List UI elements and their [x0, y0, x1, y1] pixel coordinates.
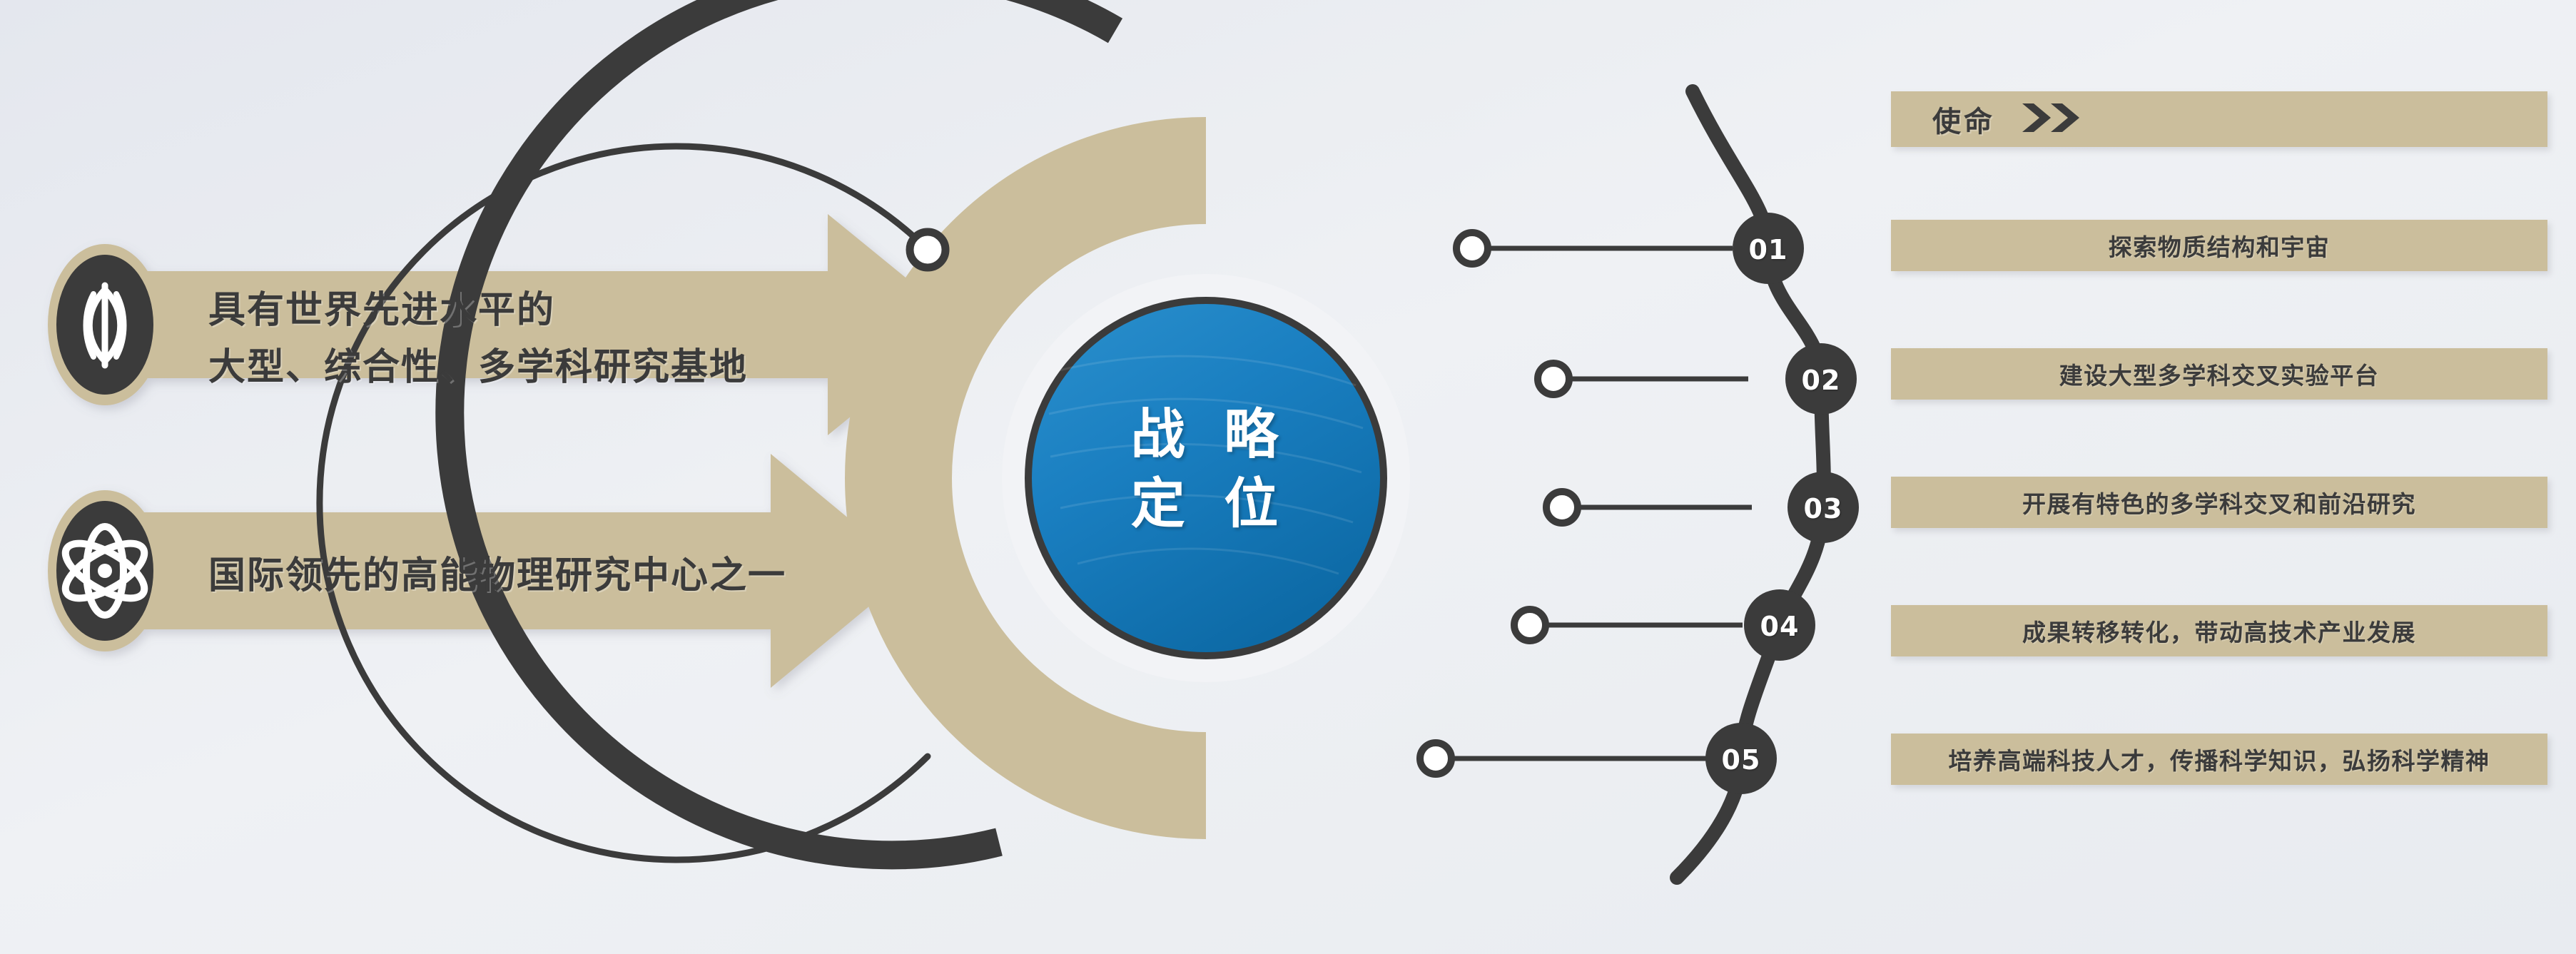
mission-badge-03-label: 03 [1803, 493, 1843, 524]
mission-badge-01[interactable] [1733, 213, 1804, 284]
arc-node-2 [1534, 360, 1573, 398]
thin-node-arc [316, 143, 931, 863]
mission-item-04[interactable]: 成果转移转化，带动高技术产业发展 [1891, 605, 2547, 656]
mission-header: 使命 [1891, 91, 2547, 147]
banner-1-line2: 大型、综合性、多学科研究基地 [208, 346, 749, 389]
lens-icon [83, 282, 127, 369]
center-label-line2: 定 位 [1130, 472, 1289, 536]
core-circle [1032, 304, 1380, 652]
mission-item-02-text: 建设大型多学科交叉实验平台 [2059, 362, 2380, 390]
arc-node-1 [1453, 229, 1491, 268]
arc-node-3 [1543, 488, 1581, 527]
banner-2-line1: 国际领先的高能物理研究中心之一 [208, 554, 787, 597]
mission-badge-04[interactable] [1744, 589, 1815, 661]
mission-badge-01-label: 01 [1748, 234, 1788, 265]
outer-arc [435, 0, 1123, 870]
mission-item-04-text: 成果转移转化，带动高技术产业发展 [2022, 619, 2416, 646]
mission-item-05[interactable]: 培养高端科技人才，传播科学知识，弘扬科学精神 [1891, 734, 2547, 785]
mission-badge-02-label: 02 [1801, 365, 1841, 396]
center-label: 战 略 定 位 [1026, 400, 1383, 539]
arc-node-4 [1511, 606, 1549, 644]
tan-ring [845, 117, 1207, 839]
mission-badge-02[interactable] [1785, 343, 1857, 415]
mission-header-label: 使命 [1932, 106, 1995, 138]
mission-badge-04-label: 04 [1760, 611, 1800, 642]
mission-item-03-text: 开展有特色的多学科交叉和前沿研究 [2022, 490, 2416, 518]
center-label-line1: 战 略 [1130, 402, 1289, 466]
mission-item-01[interactable]: 探索物质结构和宇宙 [1891, 220, 2547, 271]
arc-node-5 [1416, 739, 1455, 778]
mission-item-05-text: 培养高端科技人才，传播科学知识，弘扬科学精神 [1948, 747, 2490, 775]
banner-1-line1: 具有世界先进水平的 [208, 289, 556, 332]
atom-icon [61, 523, 148, 619]
mission-badge-03[interactable] [1788, 472, 1859, 543]
core-texture [1048, 355, 1364, 575]
connector-lines [1451, 245, 1752, 761]
mission-item-02[interactable]: 建设大型多学科交叉实验平台 [1891, 348, 2547, 400]
mission-badge-05[interactable] [1705, 723, 1777, 794]
double-chevron-right-icon [2018, 101, 2084, 138]
arc-node-start [906, 228, 950, 272]
mission-badge-05-label: 05 [1721, 744, 1761, 776]
mission-item-01-text: 探索物质结构和宇宙 [2108, 233, 2331, 261]
mission-item-03[interactable]: 开展有特色的多学科交叉和前沿研究 [1891, 477, 2547, 528]
